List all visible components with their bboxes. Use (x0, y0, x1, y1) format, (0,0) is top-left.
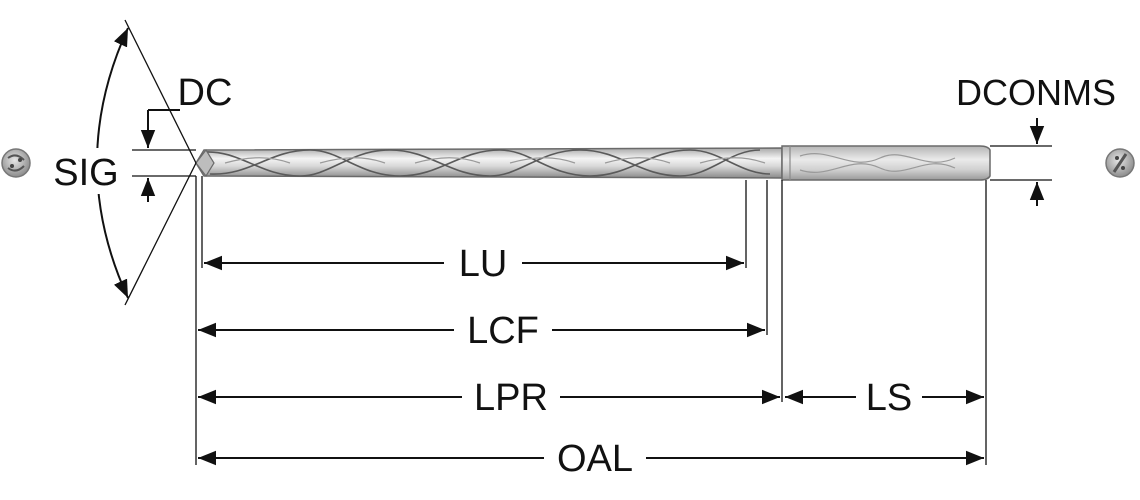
oal-label: OAL (557, 438, 633, 480)
ls-dimension (785, 374, 984, 420)
dc-label: DC (178, 72, 233, 114)
drill-shank (781, 145, 991, 181)
drill-flute-body (195, 147, 783, 179)
dconms-label: DCONMS (956, 72, 1116, 113)
lcf-label: LCF (467, 310, 539, 352)
dc-dimension (140, 109, 180, 202)
extension-lines (132, 145, 1052, 465)
sig-angle-dimension (48, 19, 197, 306)
rear-end-view-icon (1105, 148, 1135, 178)
front-end-view-icon (1, 148, 31, 178)
lpr-dimension (198, 374, 780, 420)
lu-label: LU (459, 243, 508, 285)
lu-dimension (204, 240, 744, 286)
sig-label: SIG (53, 152, 118, 194)
lcf-dimension (198, 307, 765, 353)
oal-dimension (198, 435, 984, 481)
ls-label: LS (866, 377, 912, 419)
lpr-label: LPR (474, 377, 548, 419)
